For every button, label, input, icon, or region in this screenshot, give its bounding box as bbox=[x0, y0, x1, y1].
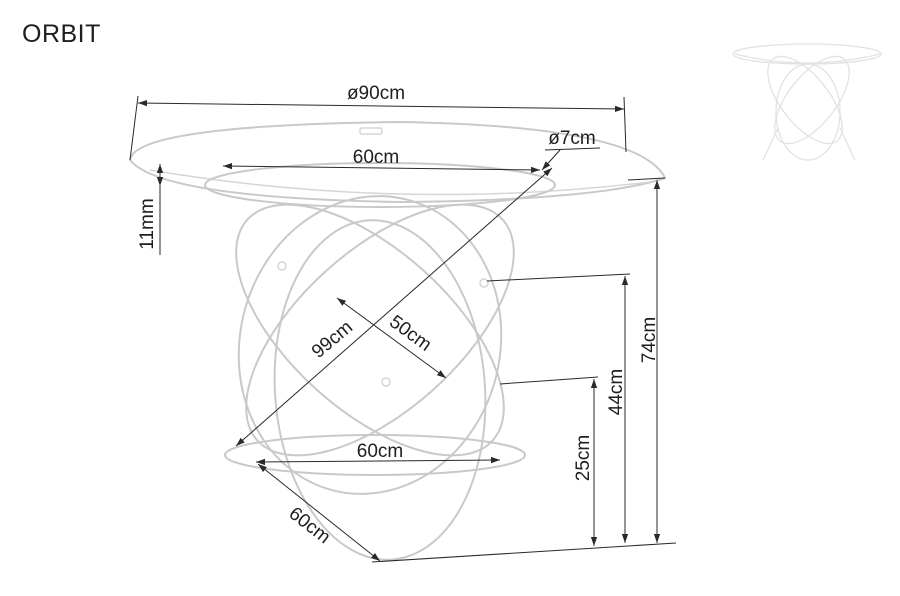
dimension-labels: ø90cm ø7cm 60cm 11mm 74cm 44cm 25cm 99cm… bbox=[137, 83, 660, 548]
dim-bottom-width bbox=[255, 456, 501, 466]
table-sketch bbox=[128, 120, 667, 561]
dim-table-diameter bbox=[137, 99, 625, 113]
label-base-diameter: ø7cm bbox=[548, 128, 596, 149]
label-bottom-width: 60cm bbox=[357, 441, 403, 462]
dim-base-diameter bbox=[541, 149, 561, 171]
label-ring-diagonal: 99cm bbox=[308, 317, 357, 363]
product-title: ORBIT bbox=[22, 20, 101, 48]
label-table-diameter: ø90cm bbox=[347, 83, 405, 104]
floor-line bbox=[371, 542, 677, 563]
label-height-mid: 44cm bbox=[606, 369, 627, 415]
label-ring-inner: 50cm bbox=[385, 311, 435, 355]
dimension-lines bbox=[129, 95, 677, 563]
label-top-inner: 60cm bbox=[353, 147, 399, 168]
label-overall-height: 74cm bbox=[639, 317, 660, 363]
product-thumbnail bbox=[732, 43, 882, 161]
label-height-low: 25cm bbox=[573, 435, 594, 481]
label-top-thickness: 11mm bbox=[137, 198, 158, 249]
dim-bottom-depth bbox=[257, 463, 381, 562]
table-top-center-mark bbox=[359, 127, 383, 135]
dim-ring-inner bbox=[336, 297, 447, 379]
label-bottom-depth: 60cm bbox=[285, 503, 335, 548]
